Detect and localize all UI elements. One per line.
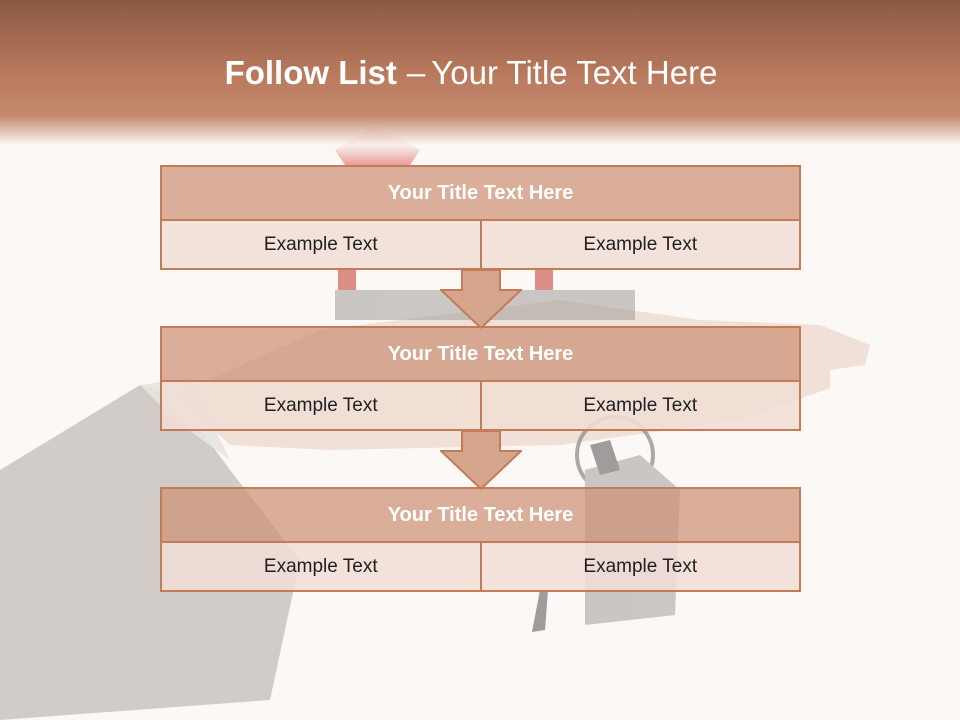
block-cell-left: Example Text bbox=[160, 221, 481, 270]
title-rest: Your Title Text Here bbox=[431, 54, 718, 91]
block-row: Example Text Example Text bbox=[160, 221, 801, 270]
block-row: Example Text Example Text bbox=[160, 382, 801, 431]
block-cell-left: Example Text bbox=[160, 543, 481, 592]
sleeve-shape bbox=[0, 385, 300, 720]
block-title: Your Title Text Here bbox=[160, 165, 801, 221]
down-arrow-icon bbox=[440, 431, 522, 491]
slide-title: Follow List–Your Title Text Here bbox=[0, 54, 942, 92]
follow-block: Your Title Text Here Example Text Exampl… bbox=[160, 487, 801, 592]
block-title: Your Title Text Here bbox=[160, 487, 801, 543]
block-cell-right: Example Text bbox=[480, 543, 801, 592]
block-title: Your Title Text Here bbox=[160, 326, 801, 382]
block-row: Example Text Example Text bbox=[160, 543, 801, 592]
title-bold: Follow List bbox=[224, 54, 397, 91]
block-cell-right: Example Text bbox=[480, 221, 801, 270]
block-cell-right: Example Text bbox=[480, 382, 801, 431]
down-arrow-icon bbox=[440, 270, 522, 330]
header-band bbox=[0, 0, 960, 165]
block-cell-left: Example Text bbox=[160, 382, 481, 431]
follow-block: Your Title Text Here Example Text Exampl… bbox=[160, 165, 801, 270]
follow-block: Your Title Text Here Example Text Exampl… bbox=[160, 326, 801, 431]
title-separator: – bbox=[406, 54, 426, 91]
